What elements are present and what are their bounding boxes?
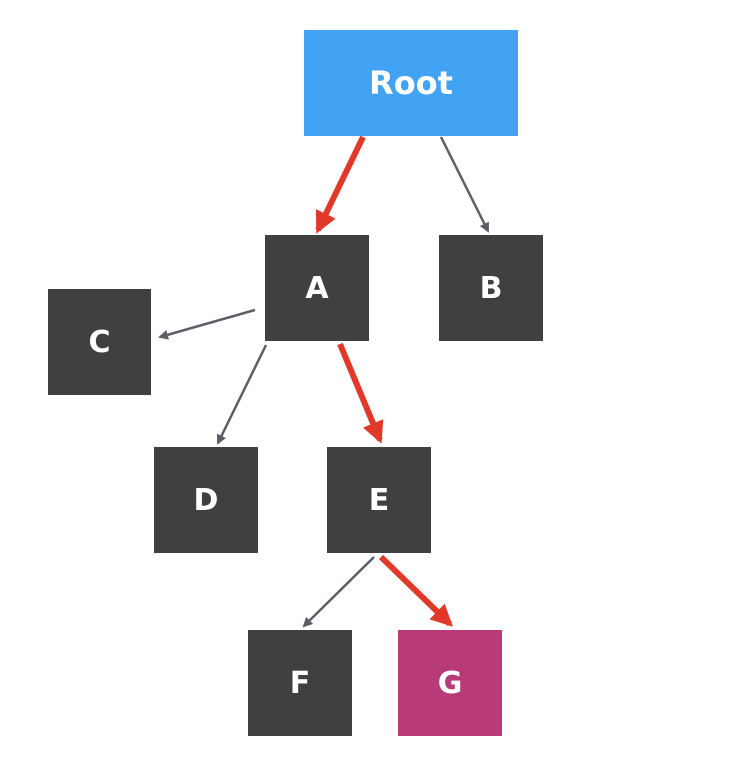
node-b: B bbox=[439, 235, 543, 341]
edge-e-g bbox=[378, 554, 453, 627]
node-e: E bbox=[327, 447, 431, 553]
node-g-label: G bbox=[437, 665, 463, 701]
node-b-label: B bbox=[479, 270, 503, 306]
edge-a-d bbox=[216, 344, 268, 445]
edge-root-b bbox=[439, 136, 490, 233]
edge-a-e bbox=[337, 342, 384, 444]
node-c-label: C bbox=[88, 324, 111, 360]
node-d: D bbox=[154, 447, 258, 553]
node-f: F bbox=[248, 630, 352, 736]
node-g: G bbox=[398, 630, 502, 736]
edge-root-a bbox=[315, 135, 366, 234]
node-a: A bbox=[265, 235, 369, 341]
node-f-label: F bbox=[289, 665, 311, 701]
edge-a-c bbox=[158, 308, 256, 340]
node-d-label: D bbox=[193, 482, 219, 518]
node-root-label: Root bbox=[369, 64, 453, 102]
node-a-label: A bbox=[305, 270, 329, 306]
node-e-label: E bbox=[368, 482, 390, 518]
node-root: Root bbox=[304, 30, 518, 136]
edge-e-f bbox=[302, 556, 375, 628]
node-c: C bbox=[48, 289, 151, 395]
